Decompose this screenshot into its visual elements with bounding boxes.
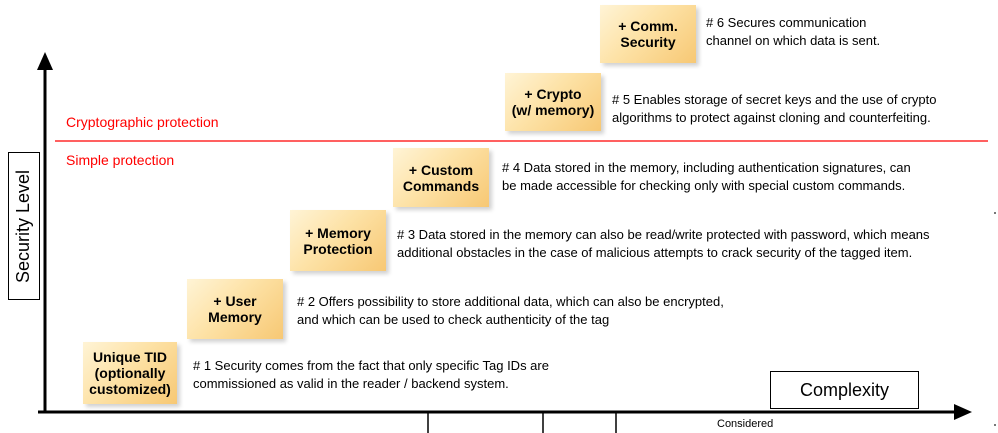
level-box-unique-tid: Unique TID (optionally customized) (83, 342, 177, 404)
selection-handle (994, 424, 996, 426)
level-description-memory-protection: # 3 Data stored in the memory can also b… (397, 227, 930, 260)
y-axis-arrowhead (37, 52, 53, 70)
selection-handle (994, 212, 996, 214)
level-description-custom-commands: # 4 Data stored in the memory, including… (502, 160, 911, 193)
x-axis-label-box: Complexity (770, 371, 919, 409)
x-axis-arrowhead (954, 404, 972, 420)
level-box-user-memory: + User Memory (187, 279, 283, 339)
zone-label-simple: Simple protection (66, 152, 175, 168)
level-box-crypto: + Crypto (w/ memory) (505, 73, 601, 131)
level-box-comm-security: + Comm. Security (600, 5, 696, 63)
footer-label: Considered (717, 418, 774, 430)
zone-label-cryptographic: Cryptographic protection (66, 114, 219, 130)
level-description-comm-security: # 6 Secures communication channel on whi… (706, 15, 881, 48)
x-axis-label: Complexity (799, 379, 890, 400)
level-description-user-memory: # 2 Offers possibility to store addition… (297, 294, 724, 327)
y-axis-label: Security Level (13, 169, 34, 283)
level-description-unique-tid: # 1 Security comes from the fact that on… (193, 358, 549, 391)
level-box-custom-commands: + Custom Commands (393, 148, 489, 207)
level-description-crypto: # 5 Enables storage of secret keys and t… (612, 92, 937, 125)
level-box-memory-protection: + Memory Protection (290, 210, 386, 271)
y-axis-label-box: Security Level (8, 152, 40, 300)
